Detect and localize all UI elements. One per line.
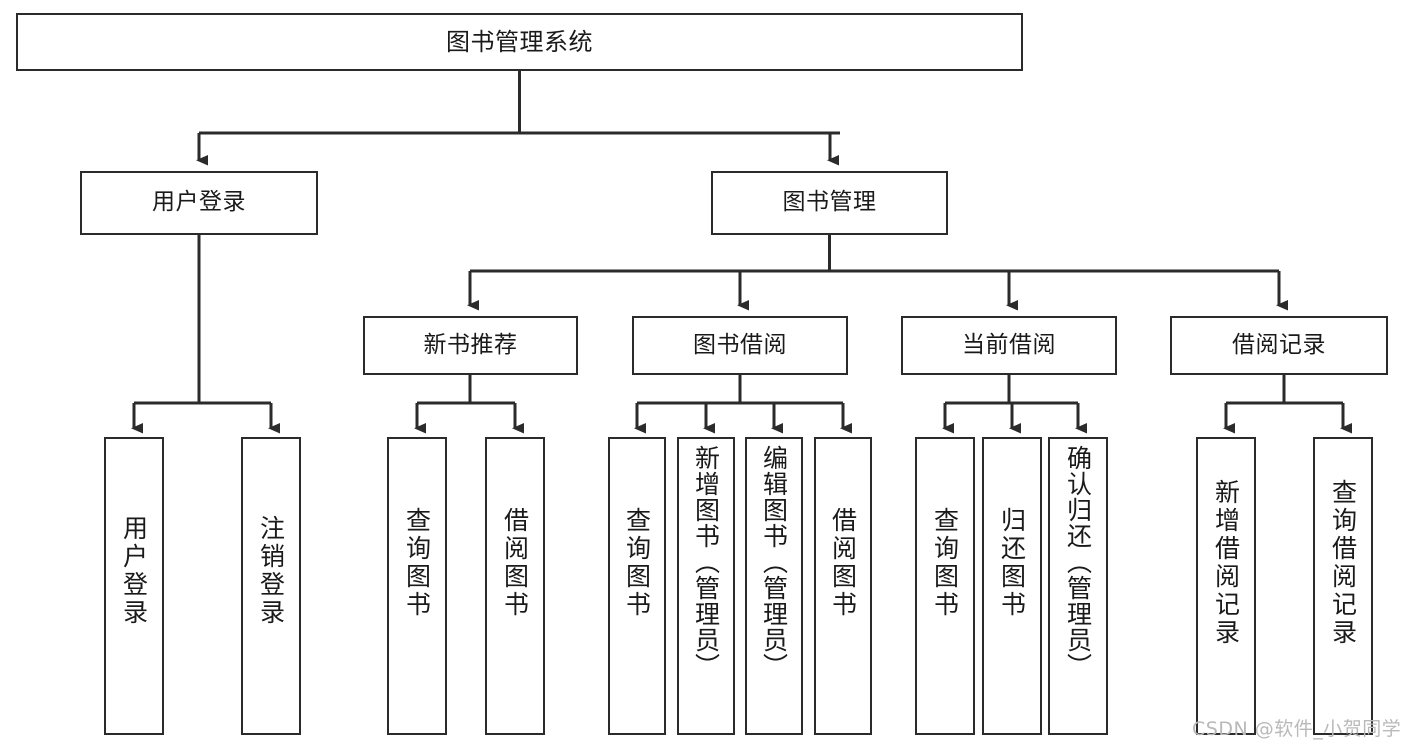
node-leaf-return-book-label: 归还图书 (997, 507, 1027, 619)
node-book-borrow[interactable]: 图书借阅 (632, 316, 848, 375)
node-leaf-query-book-1[interactable]: 查询图书 (387, 437, 447, 735)
node-root-label: 图书管理系统 (446, 27, 593, 56)
node-leaf-add-borrow-record-label: 新增借阅记录 (1211, 479, 1241, 647)
node-leaf-query-book-3[interactable]: 查询图书 (915, 437, 975, 735)
node-book-management-label: 图书管理 (782, 189, 877, 216)
node-leaf-borrow-book-1-label: 借阅图书 (500, 507, 530, 619)
node-user-login-label: 用户登录 (152, 189, 246, 216)
node-leaf-add-book-admin[interactable]: 新增图书（管理员） (677, 437, 735, 735)
node-leaf-query-book-1-label: 查询图书 (402, 507, 432, 619)
node-new-book-recommend[interactable]: 新书推荐 (363, 316, 578, 375)
node-leaf-confirm-return-admin[interactable]: 确认归还（管理员） (1048, 437, 1108, 735)
csdn-watermark: CSDN @软件_小贺同学 (1192, 718, 1402, 740)
node-leaf-edit-book-admin[interactable]: 编辑图书（管理员） (745, 437, 803, 735)
node-leaf-add-book-admin-label: 新增图书（管理员） (691, 445, 721, 679)
node-leaf-return-book[interactable]: 归还图书 (982, 437, 1042, 735)
node-book-management[interactable]: 图书管理 (711, 171, 948, 235)
node-leaf-user-login-label: 用户登录 (119, 515, 149, 627)
node-borrow-record-label: 借阅记录 (1232, 331, 1326, 358)
node-leaf-user-login[interactable]: 用户登录 (104, 437, 164, 735)
node-leaf-query-book-2-label: 查询图书 (622, 507, 652, 619)
node-new-book-recommend-label: 新书推荐 (423, 331, 518, 358)
node-leaf-borrow-book-1[interactable]: 借阅图书 (485, 437, 545, 735)
node-current-borrow[interactable]: 当前借阅 (901, 316, 1117, 375)
node-current-borrow-label: 当前借阅 (962, 331, 1056, 358)
node-leaf-borrow-book-2[interactable]: 借阅图书 (814, 437, 872, 735)
node-user-login[interactable]: 用户登录 (80, 171, 318, 235)
node-leaf-logout[interactable]: 注销登录 (241, 437, 301, 735)
node-leaf-query-book-3-label: 查询图书 (930, 507, 960, 619)
node-book-borrow-label: 图书借阅 (693, 331, 787, 358)
node-leaf-confirm-return-admin-label: 确认归还（管理员） (1063, 445, 1093, 679)
node-leaf-query-borrow-record[interactable]: 查询借阅记录 (1313, 437, 1373, 735)
node-borrow-record[interactable]: 借阅记录 (1170, 316, 1388, 375)
node-leaf-borrow-book-2-label: 借阅图书 (828, 507, 858, 619)
node-leaf-edit-book-admin-label: 编辑图书（管理员） (759, 445, 789, 679)
node-leaf-query-borrow-record-label: 查询借阅记录 (1328, 479, 1358, 647)
node-root[interactable]: 图书管理系统 (16, 13, 1023, 71)
node-leaf-query-book-2[interactable]: 查询图书 (608, 437, 666, 735)
node-leaf-add-borrow-record[interactable]: 新增借阅记录 (1196, 437, 1256, 735)
node-leaf-logout-label: 注销登录 (256, 515, 286, 627)
